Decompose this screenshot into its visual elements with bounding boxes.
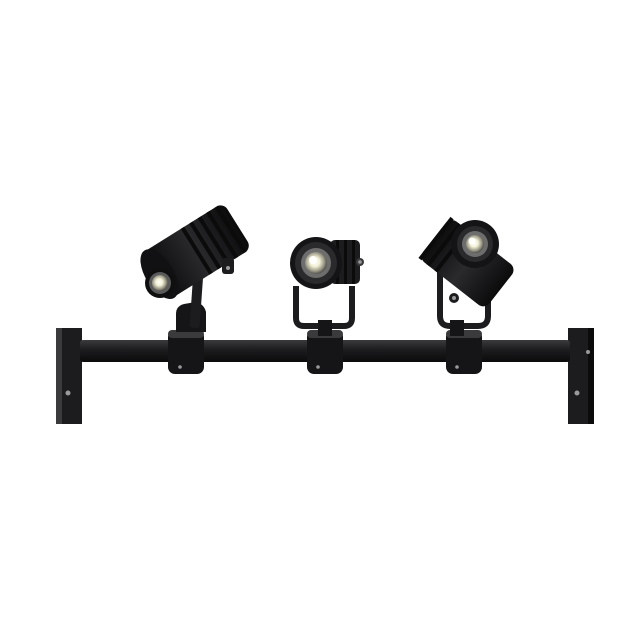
center-spotlight: [290, 237, 364, 336]
screw: [226, 266, 230, 270]
left-wall-plate: [56, 328, 82, 424]
mounting-hole: [574, 390, 580, 396]
mounting-hole: [586, 350, 590, 354]
screw: [452, 296, 456, 300]
right-wall-plate: [568, 328, 594, 424]
screw: [358, 260, 362, 264]
left-spotlight: [140, 205, 249, 332]
bar-clamp: [168, 330, 204, 374]
lens: [152, 275, 168, 291]
bar-clamp: [446, 330, 482, 374]
right-spotlight: [418, 216, 514, 336]
bar-clamp: [307, 330, 343, 374]
lens: [466, 235, 484, 253]
mounting-hole: [65, 390, 71, 396]
lens: [305, 252, 327, 274]
